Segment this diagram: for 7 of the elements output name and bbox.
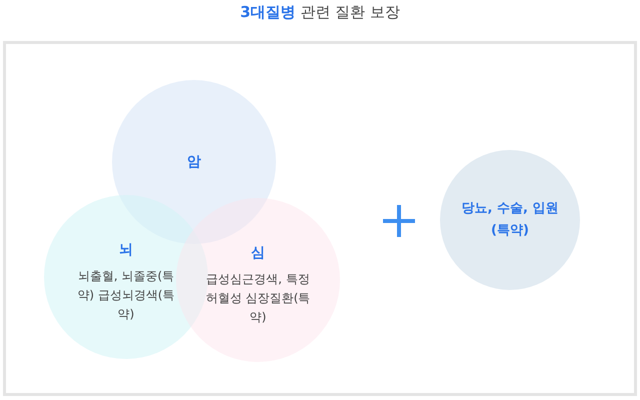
title: 3대질병 관련 질환 보장: [239, 3, 401, 22]
circle-text: 급성심근경색, 특정허혈성 심장질환(특약): [204, 270, 312, 326]
circle-heading: 암: [187, 153, 201, 171]
circle-heading: 심: [250, 244, 266, 262]
circle-heading: 당뇨, 수술, 입원 (특약): [460, 200, 560, 240]
circle-text: 뇌출혈, 뇌졸중(특약) 급성뇌경색(특약): [76, 268, 176, 322]
circle-heading: 뇌: [118, 240, 134, 258]
